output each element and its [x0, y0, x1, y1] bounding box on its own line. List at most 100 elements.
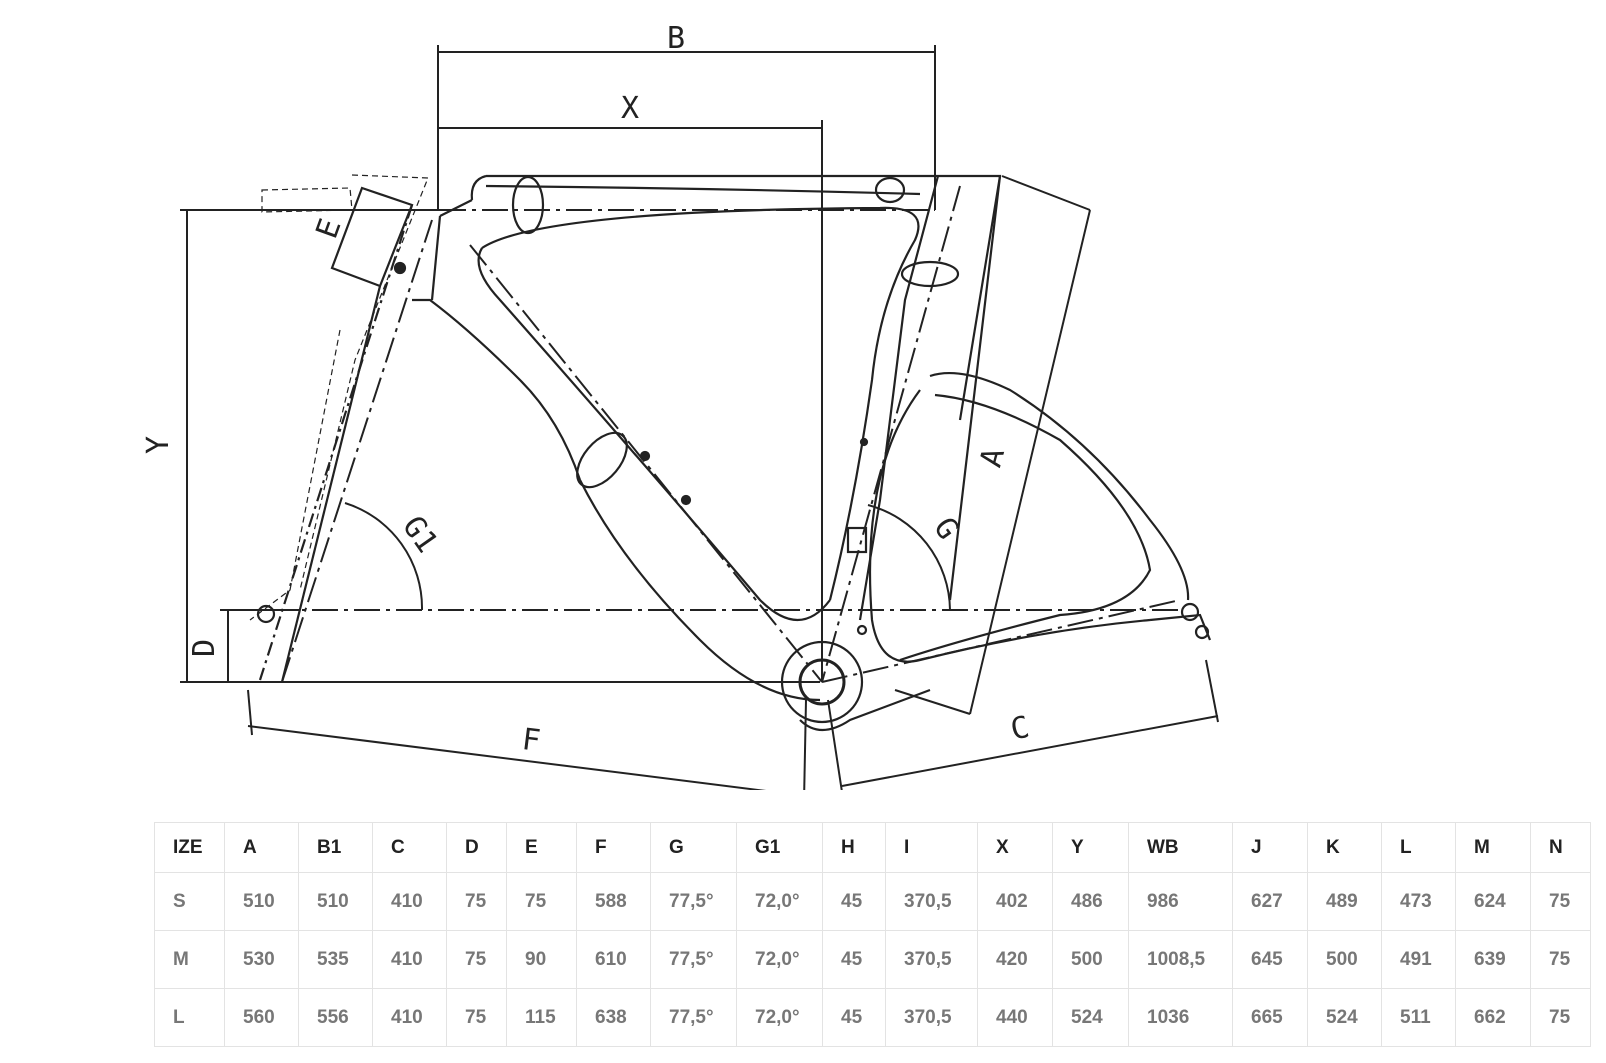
table-cell: 556 [298, 988, 373, 1047]
table-cell: 624 [1455, 872, 1531, 931]
col-m: M [1455, 822, 1531, 873]
label-f: F [520, 722, 542, 759]
col-c: C [372, 822, 447, 873]
table-cell: 662 [1455, 988, 1531, 1047]
table-row: L 560 556 410 75 115 638 77,5° 72,0° 45 … [154, 988, 1591, 1047]
table-cell: 524 [1307, 988, 1382, 1047]
label-y: Y [141, 436, 176, 454]
col-i: I [885, 822, 978, 873]
table-cell: 75 [1530, 872, 1591, 931]
table-cell: 491 [1381, 930, 1456, 989]
table-cell: 500 [1052, 930, 1129, 989]
table-cell: 72,0° [736, 930, 823, 989]
table-cell: 402 [977, 872, 1053, 931]
table-cell: 410 [372, 872, 447, 931]
table-cell: 45 [822, 872, 886, 931]
col-n: N [1530, 822, 1591, 873]
dimension-c [827, 659, 1219, 790]
table-cell: 511 [1381, 988, 1456, 1047]
table-cell: 1008,5 [1128, 930, 1233, 989]
table-cell: 440 [977, 988, 1053, 1047]
table-cell: 1036 [1128, 988, 1233, 1047]
col-k: K [1307, 822, 1382, 873]
table-cell: 530 [224, 930, 299, 989]
label-x: X [621, 91, 639, 126]
table-cell: 510 [224, 872, 299, 931]
col-b1: B1 [298, 822, 373, 873]
table-cell: 410 [372, 988, 447, 1047]
table-cell: 610 [576, 930, 651, 989]
table-row: S 510 510 410 75 75 588 77,5° 72,0° 45 3… [154, 872, 1591, 931]
col-h: H [822, 822, 886, 873]
axis-lines [270, 185, 1181, 683]
table-cell: 560 [224, 988, 299, 1047]
dimension-y [180, 209, 820, 683]
table-cell: 45 [822, 930, 886, 989]
table-cell: 645 [1232, 930, 1308, 989]
col-size: IZE [154, 822, 225, 873]
angle-arcs [344, 502, 951, 611]
table-cell: 588 [576, 872, 651, 931]
col-g: G [650, 822, 737, 873]
geometry-table: IZE A B1 C D E F G G1 H I X Y WB J K L M… [154, 822, 1591, 1047]
frame-geometry-diagram: B X Y E D F C A G G1 [141, 21, 1219, 790]
label-e: E [310, 214, 349, 243]
col-d: D [446, 822, 507, 873]
col-x: X [977, 822, 1053, 873]
table-cell: 638 [576, 988, 651, 1047]
table-cell: 72,0° [736, 988, 823, 1047]
table-cell: 986 [1128, 872, 1233, 931]
col-f: F [576, 822, 651, 873]
table-cell: 75 [446, 988, 507, 1047]
table-cell: 410 [372, 930, 447, 989]
col-a: A [224, 822, 299, 873]
dimension-x [438, 120, 823, 680]
label-g: G [926, 511, 965, 546]
table-cell: 75 [446, 930, 507, 989]
table-cell: 370,5 [885, 872, 978, 931]
col-g1: G1 [736, 822, 823, 873]
dimension-f [247, 689, 807, 790]
table-cell: 500 [1307, 930, 1382, 989]
table-cell: 72,0° [736, 872, 823, 931]
table-cell: 535 [298, 930, 373, 989]
table-cell: 524 [1052, 988, 1129, 1047]
label-a: A [974, 444, 1012, 471]
table-cell: 420 [977, 930, 1053, 989]
table-row: M 530 535 410 75 90 610 77,5° 72,0° 45 3… [154, 930, 1591, 989]
table-header-row: IZE A B1 C D E F G G1 H I X Y WB J K L M… [154, 822, 1591, 873]
label-d: D [187, 639, 222, 657]
table-cell: 75 [1530, 930, 1591, 989]
table-cell: 639 [1455, 930, 1531, 989]
table-cell: 75 [506, 872, 577, 931]
col-e: E [506, 822, 577, 873]
table-cell: 90 [506, 930, 577, 989]
col-j: J [1232, 822, 1308, 873]
col-l: L [1381, 822, 1456, 873]
bike-frame [249, 174, 1212, 732]
col-y: Y [1052, 822, 1129, 873]
table-cell: 370,5 [885, 930, 978, 989]
table-cell: 473 [1381, 872, 1456, 931]
label-g1: G1 [395, 510, 444, 560]
table-cell: 75 [1530, 988, 1591, 1047]
table-cell: 115 [506, 988, 577, 1047]
label-c: C [1008, 710, 1033, 748]
table-cell: 75 [446, 872, 507, 931]
dimension-a [894, 175, 1091, 715]
table-cell: L [154, 988, 225, 1047]
table-cell: 77,5° [650, 988, 737, 1047]
table-cell: S [154, 872, 225, 931]
table-cell: 510 [298, 872, 373, 931]
table-cell: 627 [1232, 872, 1308, 931]
table-cell: 77,5° [650, 930, 737, 989]
table-cell: 489 [1307, 872, 1382, 931]
table-cell: 665 [1232, 988, 1308, 1047]
table-cell: M [154, 930, 225, 989]
table-cell: 370,5 [885, 988, 978, 1047]
table-cell: 45 [822, 988, 886, 1047]
table-cell: 486 [1052, 872, 1129, 931]
col-wb: WB [1128, 822, 1233, 873]
label-b: B [667, 21, 685, 56]
table-cell: 77,5° [650, 872, 737, 931]
